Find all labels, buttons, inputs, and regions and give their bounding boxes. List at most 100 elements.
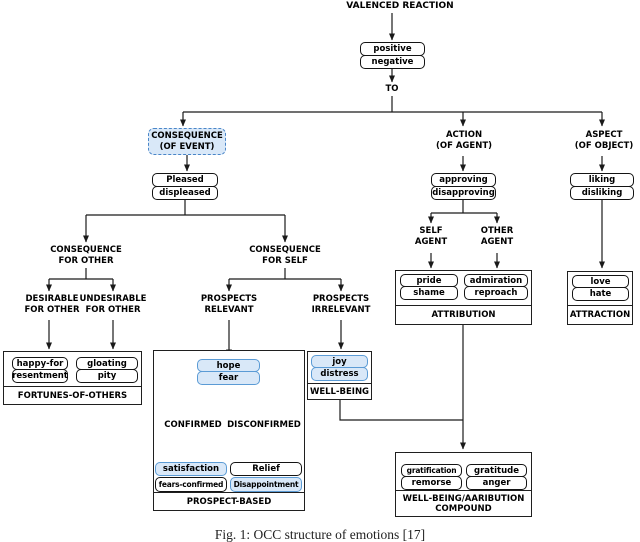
label-desirable-for-other: DESIRABLE FOR OTHER (17, 294, 87, 316)
emotion-reproach-label: reproach (474, 288, 518, 298)
label-prospects-irrelevant: PROSPECTS IRRELEVANT (306, 294, 376, 316)
node-consequence-of-event: CONSEQUENCE (OF EVENT) (148, 128, 226, 155)
cfo-line2: FOR OTHER (58, 256, 114, 266)
emotion-resentment-label: resentment (12, 371, 68, 381)
aspect-line1: ASPECT (585, 130, 623, 140)
label-consequence-for-self: CONSEQUENCE FOR SELF (245, 245, 325, 267)
emotion-admiration: admiration (464, 274, 528, 287)
emotion-gloating-label: gloating (87, 358, 127, 369)
attraction-label: ATTRACTION (569, 310, 631, 320)
emotion-fears-confirmed: fears-confirmed (155, 477, 227, 492)
group-label: WELL-BEING (308, 383, 371, 399)
emotion-joy-label: joy (332, 356, 347, 367)
emotion-distress-label: distress (320, 369, 359, 379)
emotion-gratitude-label: gratitude (474, 465, 519, 476)
fortunes-label: FORTUNES-OF-OTHERS (17, 390, 128, 401)
emotion-reproach: reproach (464, 286, 528, 300)
emotion-hate: hate (572, 287, 629, 301)
label-action-of-agent: ACTION (OF AGENT) (424, 130, 504, 152)
emotion-anger: anger (466, 476, 527, 490)
compound-label-line1: WELL-BEING/AARIBUTION (402, 493, 525, 504)
node-pleased: Pleased (152, 173, 218, 187)
well-being-label: WELL-BEING (309, 386, 370, 397)
node-disapproving: disapproving (431, 186, 496, 200)
emotion-pity: pity (76, 369, 138, 383)
other-agent-line1: OTHER (480, 226, 514, 236)
label-self-agent: SELF AGENT (401, 226, 461, 248)
cfs-line1: CONSEQUENCE (249, 245, 321, 255)
prospects-irrel-line2: IRRELEVANT (311, 305, 371, 315)
node-negative: negative (360, 55, 425, 69)
other-agent-line2: AGENT (480, 237, 514, 247)
figure-caption: Fig. 1: OCC structure of emotions [17] (0, 527, 640, 542)
label-consequence-for-other: CONSEQUENCE FOR OTHER (46, 245, 126, 267)
group-label: WELL-BEING/AARIBUTION COMPOUND (396, 490, 531, 516)
node-positive-label: positive (373, 44, 412, 54)
desirable-line2: FOR OTHER (24, 305, 80, 315)
emotion-remorse-label: remorse (411, 478, 452, 488)
consequence-event-line1: CONSEQUENCE (151, 130, 223, 141)
label-to-text: TO (385, 84, 399, 94)
emotion-disappointment: Disappointment (230, 477, 302, 492)
prospects-irrel-line1: PROSPECTS (312, 294, 370, 304)
emotion-pride-label: pride (416, 275, 442, 286)
emotion-hope-label: hope (216, 360, 241, 371)
group-label: ATTRIBUTION (396, 305, 531, 324)
node-liking-label: liking (588, 175, 616, 185)
undesirable-line1: UNDESIRABLE (79, 294, 147, 304)
group-compound: WELL-BEING/AARIBUTION COMPOUND (395, 452, 532, 517)
node-approving-label: approving (439, 175, 488, 185)
title-text: VALENCED REACTION (346, 1, 454, 11)
action-line1: ACTION (445, 130, 483, 140)
emotion-love-label: love (590, 276, 611, 287)
label-to: TO (377, 84, 407, 95)
emotion-gratification-label: gratification (406, 466, 457, 475)
label-aspect-of-object: ASPECT (OF OBJECT) (564, 130, 640, 152)
consequence-event-line2: (OF EVENT) (159, 141, 215, 152)
emotion-satisfaction-label: satisfaction (162, 464, 220, 474)
title-valenced-reaction: VALENCED REACTION (340, 1, 460, 12)
emotion-happy-for: happy-for (12, 357, 68, 370)
emotion-satisfaction: satisfaction (155, 462, 227, 476)
group-label: PROSPECT-BASED (154, 492, 304, 510)
node-pleased-label: Pleased (166, 175, 204, 185)
prospects-rel-line2: RELEVANT (204, 305, 254, 315)
label-disconfirmed: DISCONFIRMED (225, 420, 303, 431)
cfo-line1: CONSEQUENCE (50, 245, 122, 255)
emotion-fears-confirmed-label: fears-confirmed (158, 480, 224, 489)
emotion-distress: distress (311, 367, 368, 381)
prospect-based-label: PROSPECT-BASED (186, 496, 272, 507)
node-disapproving-label: disapproving (432, 188, 495, 198)
self-agent-line1: SELF (419, 226, 443, 236)
group-label: FORTUNES-OF-OTHERS (4, 386, 141, 404)
attribution-label: ATTRIBUTION (431, 310, 496, 320)
node-disliking: disliking (570, 186, 634, 200)
node-negative-label: negative (371, 57, 414, 67)
self-agent-line2: AGENT (414, 237, 448, 247)
node-approving: approving (431, 173, 496, 187)
emotion-happy-for-label: happy-for (16, 358, 64, 369)
emotion-shame-label: shame (413, 288, 445, 298)
emotion-fear: fear (197, 371, 260, 385)
undesirable-line2: FOR OTHER (85, 305, 141, 315)
emotion-resentment: resentment (12, 369, 68, 383)
emotion-disappointment-label: Disappointment (233, 480, 299, 489)
node-displeased: displeased (152, 186, 218, 200)
confirmed-text: CONFIRMED (164, 420, 222, 430)
node-positive: positive (360, 42, 425, 56)
emotion-anger-label: anger (482, 478, 511, 488)
label-other-agent: OTHER AGENT (467, 226, 527, 248)
emotion-hate-label: hate (589, 289, 612, 299)
label-undesirable-for-other: UNDESIRABLE FOR OTHER (78, 294, 148, 316)
desirable-line1: DESIRABLE (25, 294, 79, 304)
node-displeased-label: displeased (159, 188, 211, 198)
emotion-fear-label: fear (218, 373, 239, 383)
compound-label-line2: COMPOUND (435, 503, 492, 514)
node-disliking-label: disliking (581, 188, 623, 198)
action-line2: (OF AGENT) (435, 141, 493, 151)
emotion-remorse: remorse (401, 476, 462, 490)
emotion-admiration-label: admiration (469, 275, 523, 286)
emotion-shame: shame (400, 286, 458, 300)
